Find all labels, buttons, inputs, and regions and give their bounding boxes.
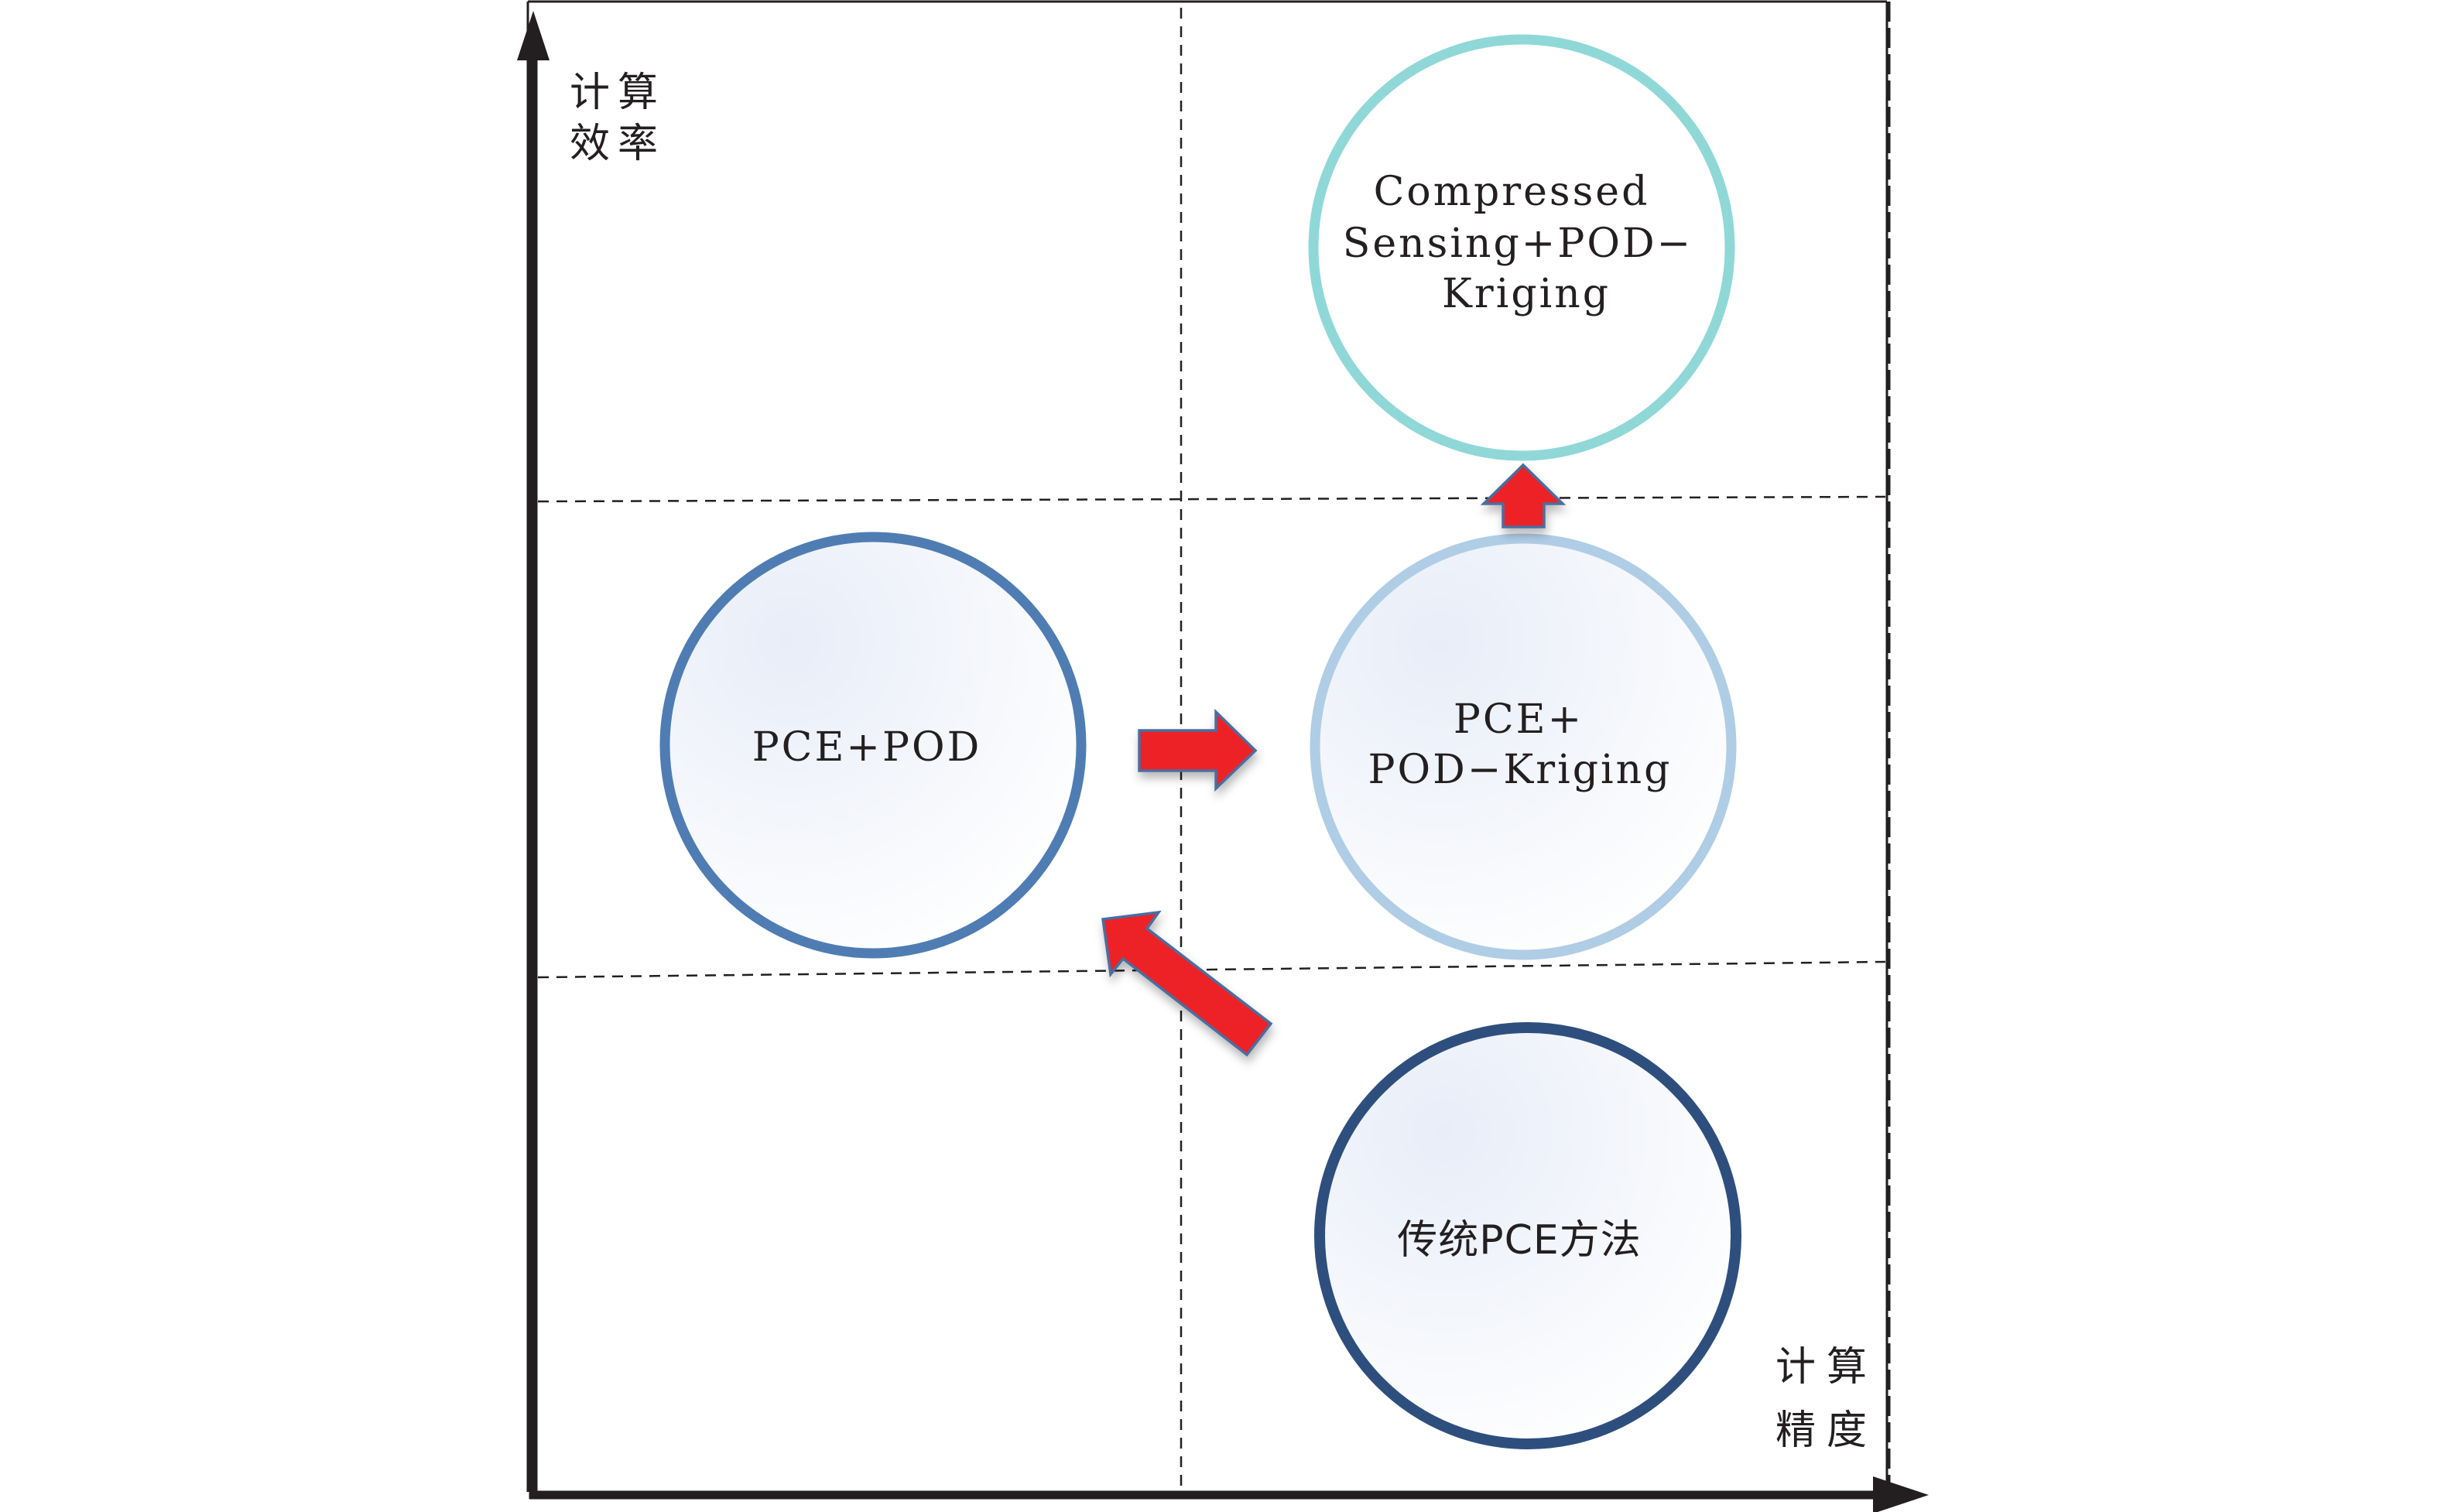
node-circle <box>1310 533 1737 960</box>
node-traditional-pce: 传统PCE方法 <box>1314 1022 1741 1449</box>
node-circle <box>1314 1022 1741 1449</box>
grid-upper-divider <box>537 495 1886 503</box>
x-axis <box>529 1476 1929 1512</box>
node-label-line-1: PCE+POD <box>752 724 982 771</box>
quadrant-grid <box>537 8 1886 1490</box>
node-label-line-1: Compressed <box>1374 169 1650 215</box>
node-pce-pod: PCE+POD <box>659 532 1087 959</box>
arrow-pce-pod-to-kriging-icon <box>1138 708 1258 792</box>
x-axis-label-line-2: 精度 <box>1775 1408 1878 1454</box>
node-circle <box>659 532 1087 959</box>
node-label-line-3: Kriging <box>1442 271 1611 317</box>
arrow-traditional-to-pce-pod-icon <box>1101 910 1273 1057</box>
node-label-line-1: 传统PCE方法 <box>1397 1217 1642 1264</box>
node-pce-pod-kriging: PCE+ POD−Kriging <box>1310 533 1737 960</box>
node-circle <box>1308 34 1735 461</box>
grid-lower-divider <box>537 960 1886 979</box>
node-label-line-2: POD−Kriging <box>1368 747 1673 793</box>
y-axis-label-line-1: 计算 <box>570 70 666 116</box>
node-label-line-2: Sensing+POD− <box>1343 221 1693 267</box>
y-axis-label-line-2: 效率 <box>570 121 666 167</box>
node-label-line-1: PCE+ <box>1454 696 1584 743</box>
y-axis <box>517 11 550 1499</box>
flow-arrows <box>1101 463 1567 1057</box>
plot-frame <box>526 0 1891 1492</box>
x-axis-arrowhead-icon <box>1873 1476 1929 1512</box>
arrow-kriging-to-compressed-sensing-icon <box>1480 463 1567 529</box>
x-axis-label-line-1: 计算 <box>1775 1344 1878 1391</box>
node-compressed-sensing-pod-kriging: Compressed Sensing+POD− Kriging <box>1308 34 1735 461</box>
y-axis-arrowhead-icon <box>517 11 550 60</box>
